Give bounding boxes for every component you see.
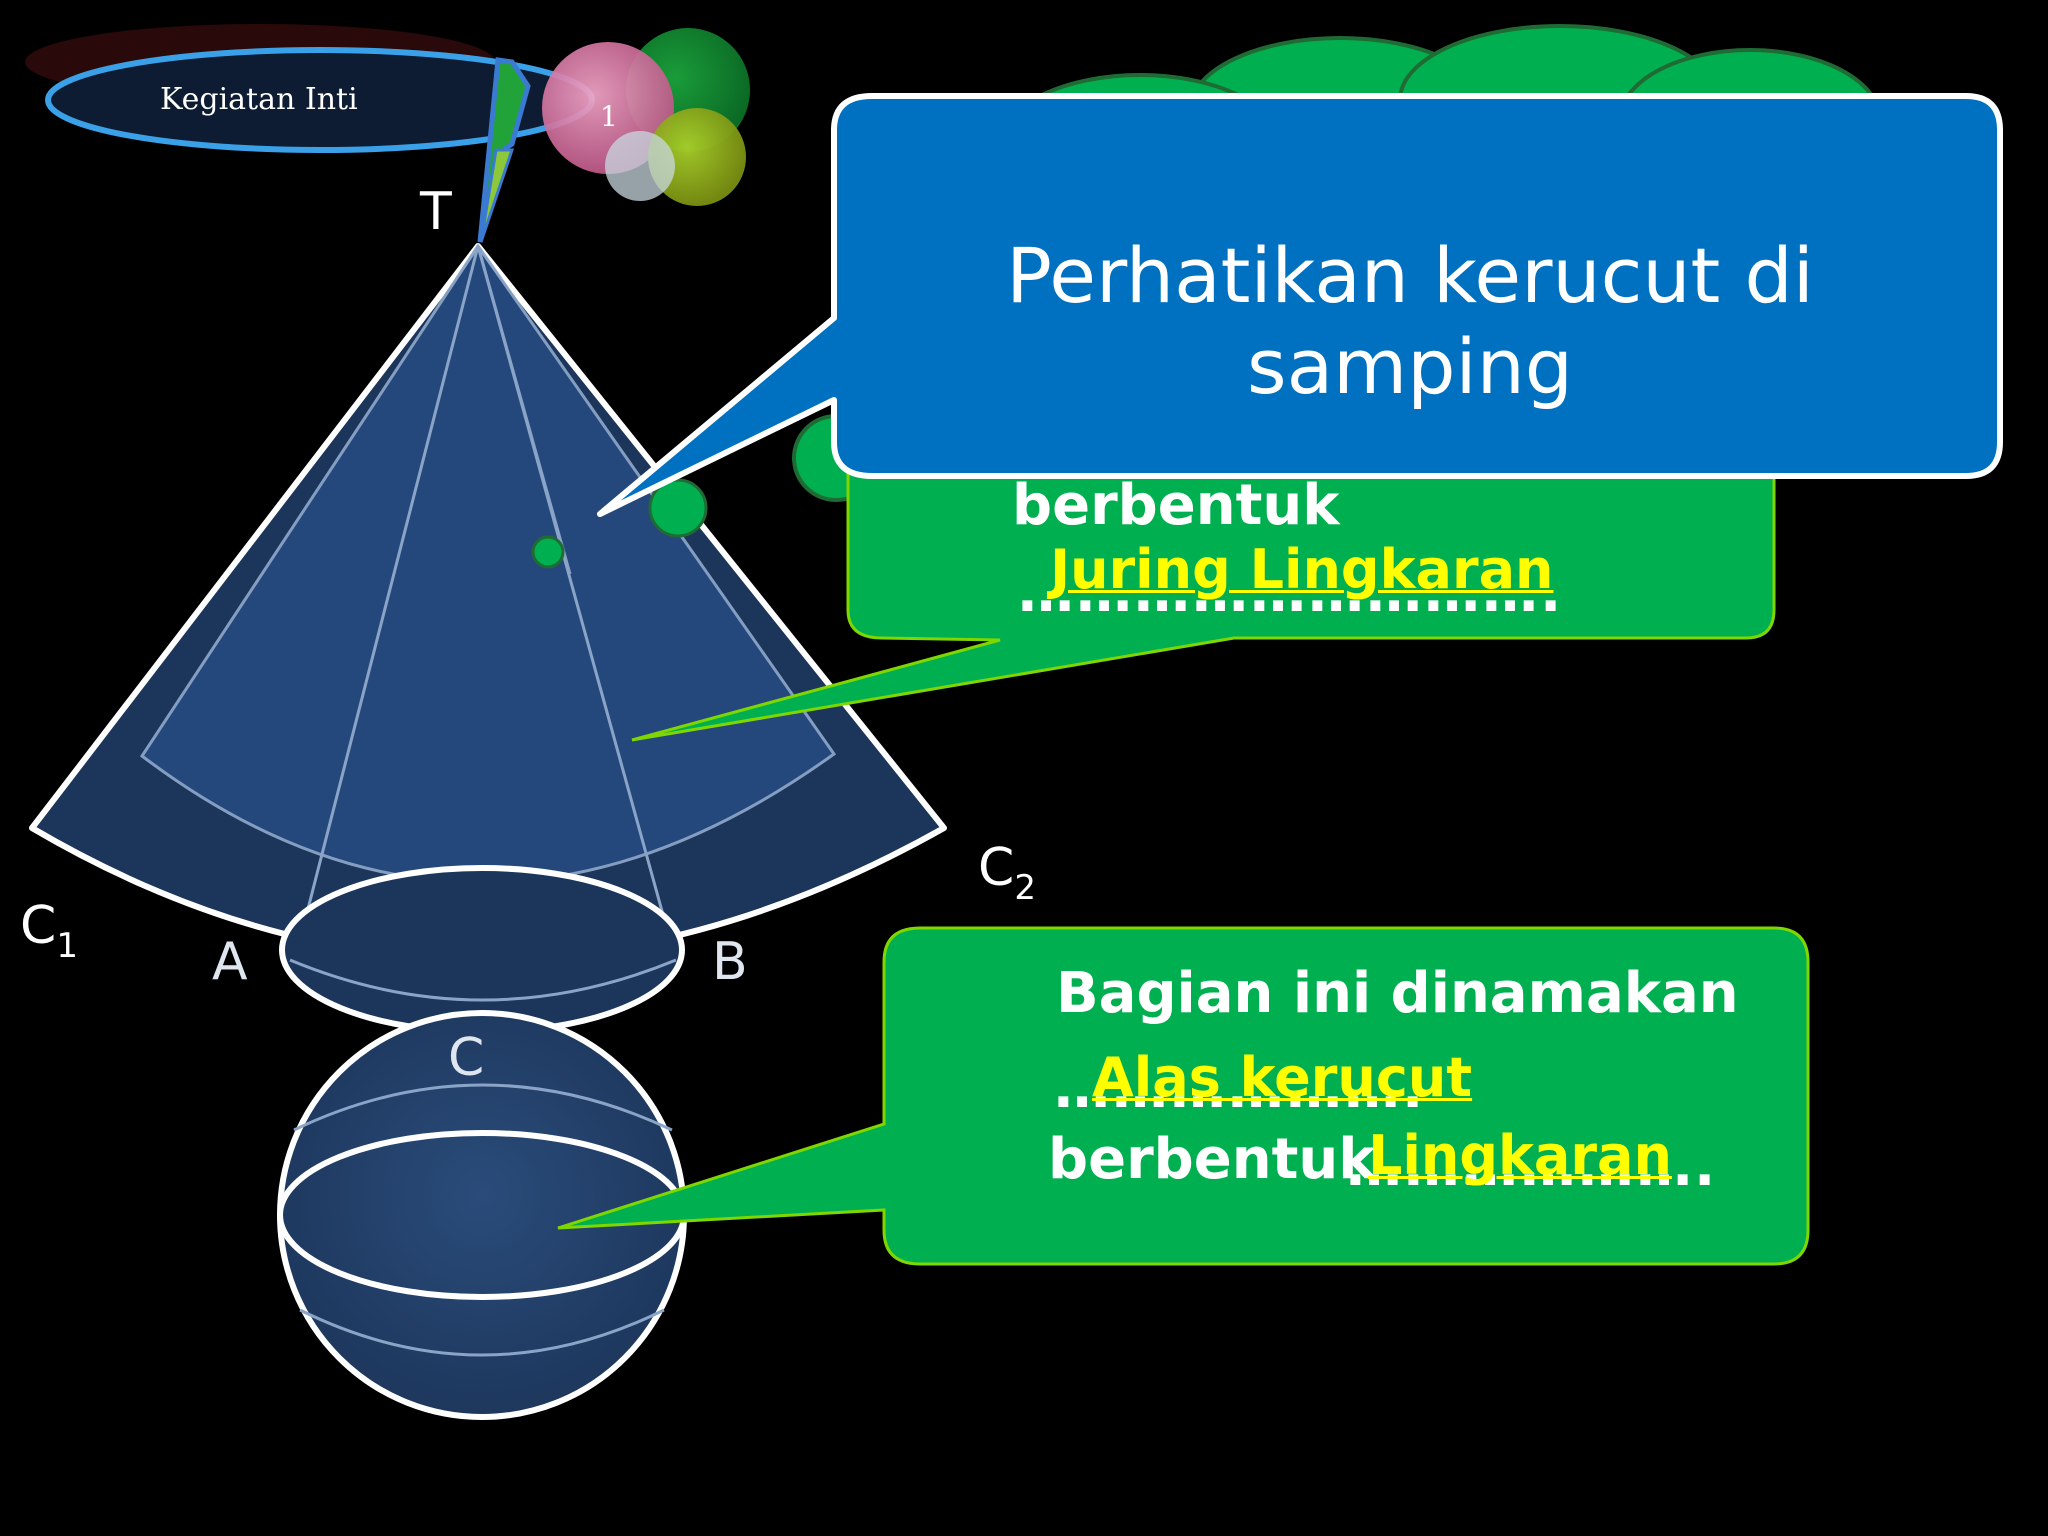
base-sphere bbox=[277, 1010, 687, 1420]
label-apex-t: T bbox=[420, 182, 452, 242]
green-bottom-line3-dots: ………………. bbox=[1346, 1134, 1718, 1199]
blue-callout-text: Perhatikan kerucut di samping bbox=[1006, 231, 1814, 412]
header-banner bbox=[25, 24, 595, 153]
label-c1: C1 bbox=[20, 900, 78, 963]
label-c: C bbox=[448, 1028, 485, 1088]
label-c1-main: C bbox=[20, 896, 57, 956]
label-b: B bbox=[712, 932, 748, 992]
green-bottom-line2-answer: Alas kerucut bbox=[1092, 1046, 1473, 1109]
blue-callout-shape bbox=[597, 93, 2003, 517]
green-top-dots: ………………………. bbox=[1018, 560, 1564, 625]
label-a: A bbox=[212, 932, 248, 992]
green-bottom-line2-dots: ………………. bbox=[1054, 1056, 1426, 1121]
decorative-orbs bbox=[542, 28, 750, 206]
base-ellipse bbox=[279, 865, 685, 1035]
pencil-pointer bbox=[477, 57, 531, 243]
green-callout-bottom-shape bbox=[557, 926, 1810, 1266]
cone-sector bbox=[29, 243, 947, 962]
green-top-answer: Juring Lingkaran bbox=[1050, 538, 1554, 601]
label-c2-main: C bbox=[978, 838, 1015, 898]
green-bottom-line3-prefix: berbentuk bbox=[1048, 1127, 1376, 1192]
green-bottom-line3-answer: Lingkaran bbox=[1368, 1124, 1672, 1187]
label-c1-sub: 1 bbox=[56, 926, 78, 966]
header-number: 1 bbox=[600, 100, 618, 133]
green-bottom-line1: Bagian ini dinamakan bbox=[1056, 961, 1739, 1026]
header-title: Kegiatan Inti bbox=[160, 82, 358, 117]
label-c2-sub: 2 bbox=[1014, 868, 1036, 908]
green-top-partial-text: berbentuk bbox=[1012, 473, 1340, 530]
label-c2: C2 bbox=[978, 842, 1036, 905]
